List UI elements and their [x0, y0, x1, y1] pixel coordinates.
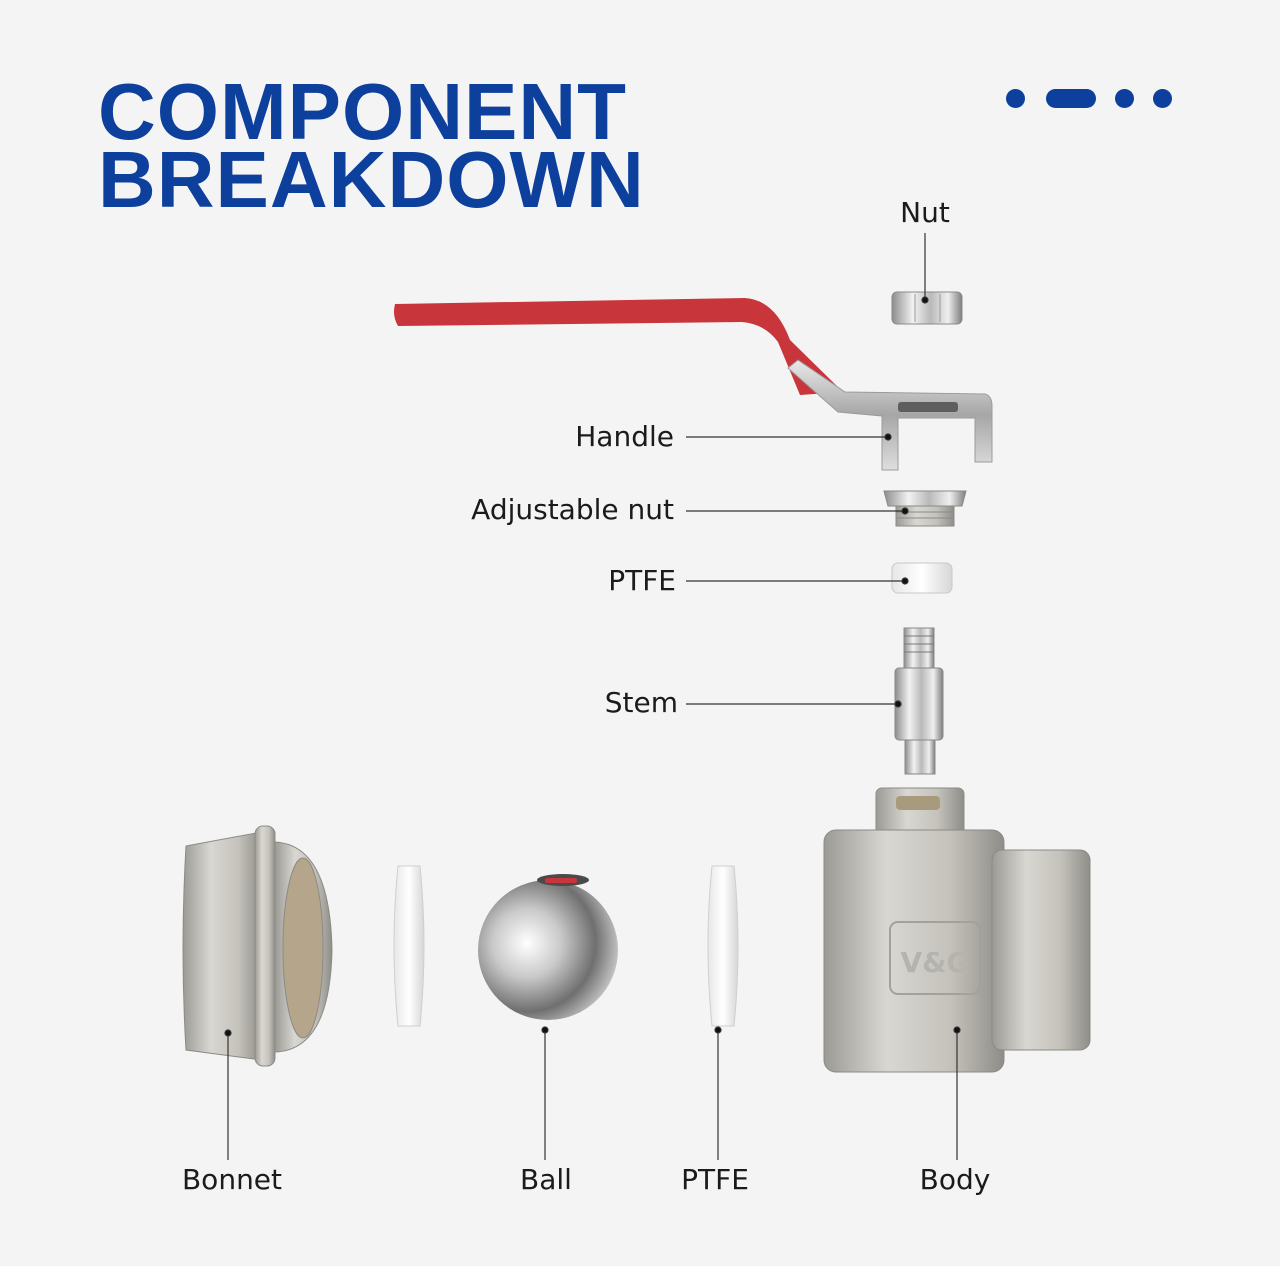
dot-icon: [1153, 89, 1172, 108]
body-marking: V&G: [900, 946, 969, 979]
label-bonnet: Bonnet: [181, 1163, 283, 1196]
body-part: V&G: [823, 787, 1091, 1073]
ptfe-right-part: [707, 865, 739, 1027]
ptfe-top-part: [891, 562, 953, 594]
label-stem: Stem: [604, 686, 678, 719]
page-title: COMPONENT BREAKDOWN: [98, 67, 645, 224]
pagination-dots: [1006, 88, 1176, 112]
label-body: Body: [919, 1163, 991, 1196]
active-dot-icon: [1046, 89, 1096, 108]
adjustable-nut-part: [883, 490, 967, 527]
handle-part: [394, 298, 993, 471]
label-ptfe-top: PTFE: [608, 564, 676, 597]
ball-part: [478, 874, 618, 1020]
label-ptfe-bottom: PTFE: [681, 1163, 749, 1196]
label-nut: Nut: [900, 196, 950, 229]
leader-lines: [224, 233, 961, 1160]
stem-part: [894, 627, 944, 775]
bonnet-part: [182, 825, 333, 1067]
label-adjustable-nut: Adjustable nut: [471, 493, 674, 526]
dot-icon: [1006, 89, 1025, 108]
nut-part: [891, 291, 963, 325]
label-handle: Handle: [575, 420, 674, 453]
title-line-2: BREAKDOWN: [98, 135, 645, 224]
dot-icon: [1115, 89, 1134, 108]
ptfe-left-part: [393, 865, 425, 1027]
title-line-1: COMPONENT: [98, 67, 627, 156]
label-ball: Ball: [520, 1163, 572, 1196]
